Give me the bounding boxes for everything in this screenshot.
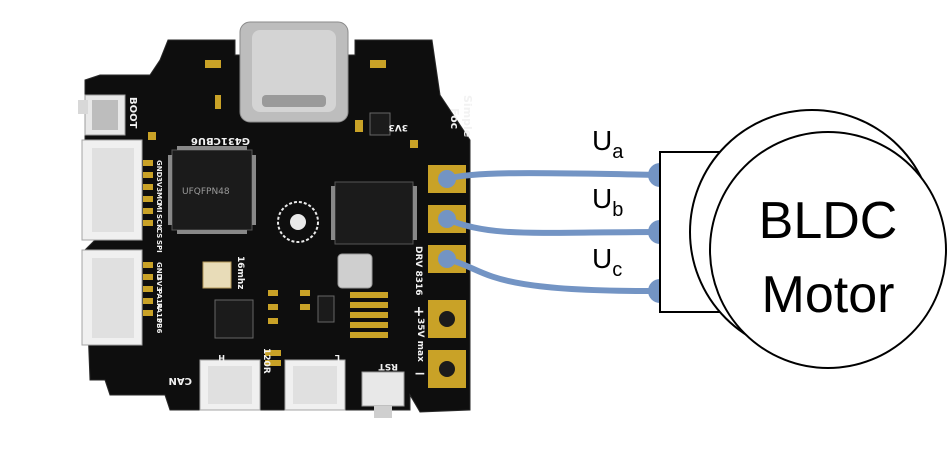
silk-3v3: 3V3 [389,122,409,132]
label-uc-letter: U [592,243,612,274]
wire-ub [444,216,663,236]
simplefoc-logo [277,201,319,243]
bldc-motor: BLDC Motor [659,109,947,369]
label-ub-sub: b [612,199,623,221]
silk-plus: + [413,304,425,320]
silk-minus: − [414,366,426,382]
silk-spi-gnd: GND [155,160,163,178]
silk-driver: DRV 8316 [413,246,423,296]
silk-crystal: 16mhz [235,256,245,290]
power-pads [428,300,466,388]
label-ub: Ub [592,183,623,221]
silk-io-pa15: PA15 [155,303,163,323]
motor-front-face [709,131,947,369]
label-ua: Ua [592,125,624,163]
silk-reset: RST [378,361,398,371]
mcu-chip [168,146,256,234]
left-pin-pads [143,160,153,316]
silk-spi-labels: GND 3V3 MO MI SCK CS SPI [155,160,163,253]
passive-components [148,60,418,338]
silk-can: CAN [169,375,192,386]
label-ub-letter: U [592,183,612,214]
crystal [202,261,232,289]
silk-brand-1: Simple [461,95,474,137]
silk-io-pb6: PB6 [155,318,163,333]
wire-ua [444,170,663,182]
label-ua-letter: U [592,125,612,156]
voltage-regulator [369,112,391,136]
inductor [337,253,373,289]
reset-button [361,371,405,418]
silk-boot: BOOT [127,97,138,129]
label-uc-sub: c [612,259,622,281]
can-connector [199,359,261,411]
usb-c-connector [239,21,349,123]
silk-spi: SPI [155,240,163,253]
silk-h: H [218,353,225,362]
phase-wires [444,170,663,295]
wire-uc [444,256,663,295]
termination-jumper [265,350,281,366]
silk-io-3v3: 3V3 [155,276,163,291]
spi-connector [81,139,143,241]
label-ua-sub: a [612,141,624,163]
phase-labels: Ua Ub Uc [592,125,624,281]
silk-io-gnd: GND [155,262,163,280]
driver-chip [331,181,417,245]
io-connector [81,249,143,346]
boot-button [78,94,126,136]
silk-voltage: 35V max [415,318,425,362]
can-connector-2 [284,359,346,411]
silk-termination: 120R [261,348,271,374]
silk-spi-sck: SCK [155,214,163,230]
label-uc: Uc [592,243,622,281]
motor-label-line2: Motor [762,266,895,324]
silk-spi-mi: MI [155,203,163,213]
silk-l: L [335,353,340,362]
silk-spi-mo: MO [155,192,163,205]
silk-io-labels: GND 3V3 PA14 PA15 PB6 [155,262,163,333]
silk-spi-3v3: 3V3 [155,177,163,192]
silk-io-pa14: PA14 [155,289,163,309]
pad-wire-ends [438,170,456,268]
silk-spi-cs: CS [155,228,163,238]
motor-label-line1: BLDC [759,192,898,250]
pcb-board: BOOT Simple Foc 3V3 G431CBU6 UFQFPN48 GN… [78,21,474,418]
silk-mcu-part: G431CBU6 [191,135,250,146]
silk-brand-2: Foc [448,108,461,129]
silk-mcu-pkg: UFQFPN48 [182,187,230,197]
small-ic [214,299,254,339]
